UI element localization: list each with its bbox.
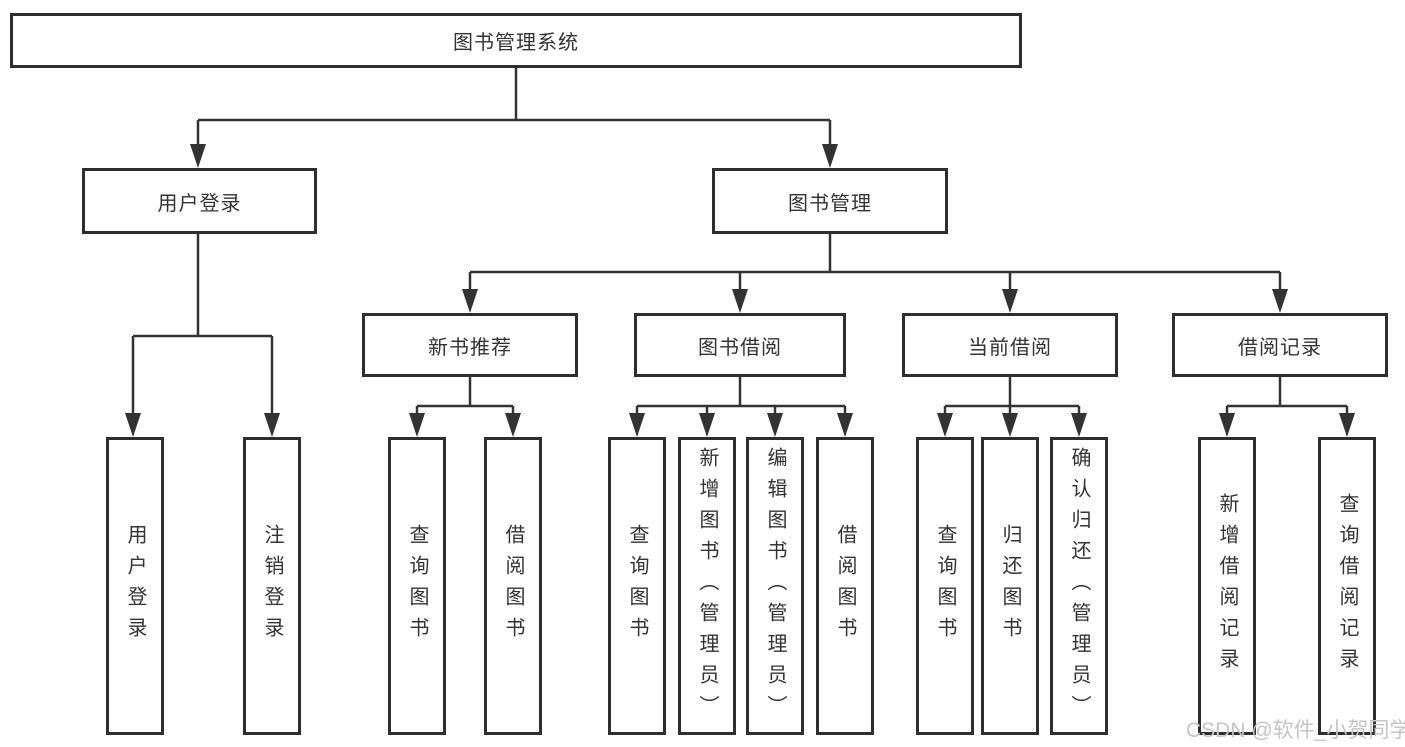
leaf-user-login: 用户登录 — [106, 437, 164, 735]
node-label: 查询图书 — [406, 524, 428, 648]
leaf-edit-books-admin: 编辑图书（管理员） — [746, 437, 804, 735]
leaf-query-books-borrow: 查询图书 — [608, 437, 666, 735]
leaf-confirm-return-admin: 确认归还（管理员） — [1050, 437, 1108, 735]
node-book-borrow: 图书借阅 — [634, 313, 846, 377]
node-label: 借阅记录 — [1238, 336, 1322, 359]
leaf-add-books-admin: 新增图书（管理员） — [678, 437, 736, 735]
node-borrow-records: 借阅记录 — [1172, 313, 1388, 377]
node-label: 归还图书 — [999, 524, 1021, 648]
node-label: 当前借阅 — [968, 336, 1052, 359]
node-label: 借阅图书 — [834, 524, 856, 648]
node-label: 新增图书（管理员） — [696, 446, 718, 726]
node-label: 用户登录 — [157, 192, 242, 215]
node-user-login: 用户登录 — [82, 168, 317, 234]
leaf-borrow-books-recommend: 借阅图书 — [484, 437, 542, 735]
node-label: 图书借阅 — [698, 336, 782, 359]
leaf-add-borrow-record: 新增借阅记录 — [1198, 437, 1256, 735]
node-label: 查询借阅记录 — [1336, 493, 1358, 679]
leaf-query-books-current: 查询图书 — [916, 437, 974, 735]
node-label: 新增借阅记录 — [1216, 493, 1238, 679]
node-label: 编辑图书（管理员） — [764, 446, 786, 726]
leaf-query-borrow-record: 查询借阅记录 — [1318, 437, 1376, 735]
node-root-system: 图书管理系统 — [10, 13, 1022, 68]
node-label: 图书管理 — [788, 192, 872, 215]
node-label: 用户登录 — [124, 524, 146, 648]
leaf-return-books: 归还图书 — [981, 437, 1039, 735]
node-new-book-recommend: 新书推荐 — [362, 313, 578, 377]
node-book-management: 图书管理 — [712, 168, 948, 234]
node-label: 查询图书 — [626, 524, 648, 648]
node-label: 查询图书 — [934, 524, 956, 648]
node-label: 图书管理系统 — [453, 32, 579, 54]
csdn-watermark: CSDN @软件_小贺同学 — [1186, 719, 1405, 742]
node-current-borrow: 当前借阅 — [902, 313, 1118, 377]
node-label: 注销登录 — [261, 524, 283, 648]
node-label: 新书推荐 — [428, 336, 512, 359]
leaf-query-books-recommend: 查询图书 — [388, 437, 446, 735]
leaf-borrow-books: 借阅图书 — [816, 437, 874, 735]
node-label: 确认归还（管理员） — [1068, 446, 1090, 726]
node-label: 借阅图书 — [502, 524, 524, 648]
leaf-logout: 注销登录 — [243, 437, 301, 735]
